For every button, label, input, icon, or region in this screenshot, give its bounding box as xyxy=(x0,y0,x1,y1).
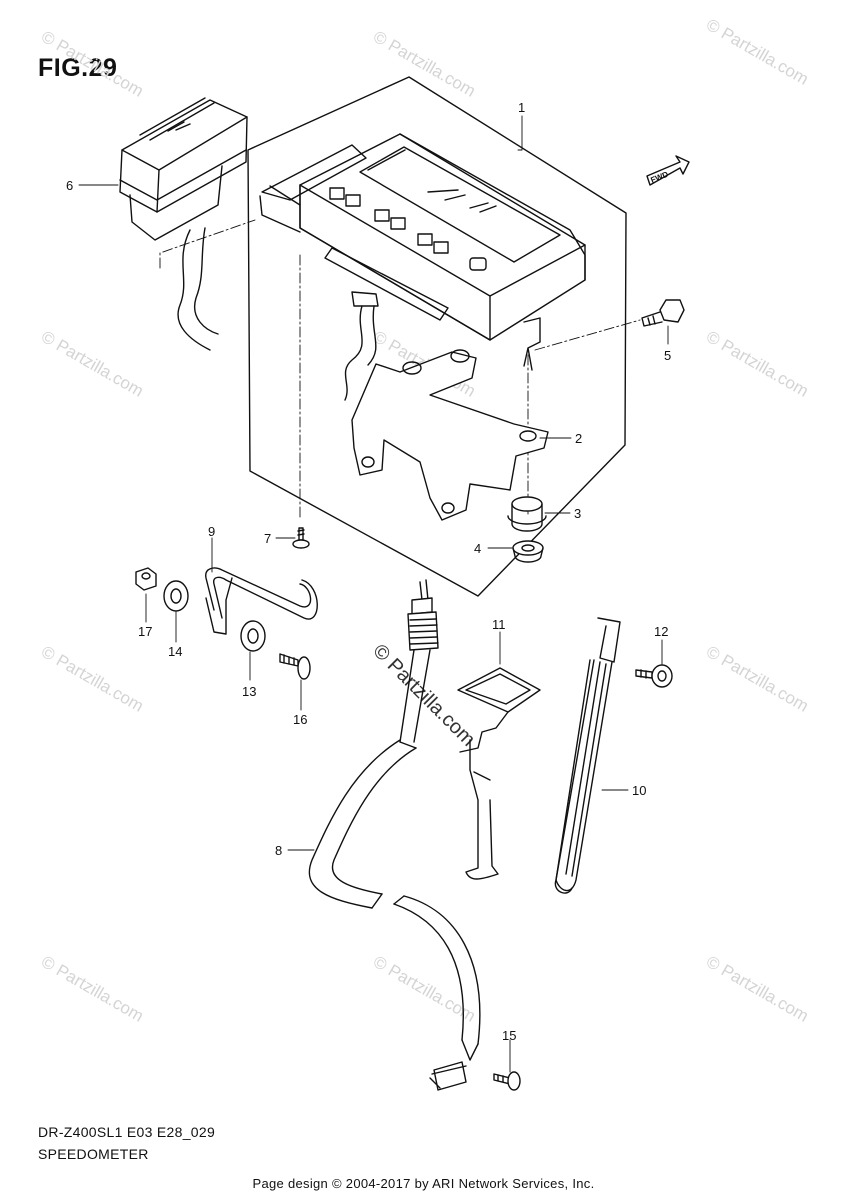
callout-13: 13 xyxy=(242,684,256,699)
callout-7: 7 xyxy=(264,531,271,546)
model-code: DR-Z400SL1 E03 E28_029 xyxy=(38,1124,216,1140)
callout-labels: 1 2 3 4 5 6 7 8 9 10 11 12 13 14 15 16 1… xyxy=(66,100,671,1043)
watermark-text: © Partzilla.com xyxy=(370,952,479,1026)
fwd-arrow-icon: FWD xyxy=(646,155,690,186)
section-name: SPEEDOMETER xyxy=(38,1146,149,1162)
callout-2: 2 xyxy=(575,431,582,446)
callout-8: 8 xyxy=(275,843,282,858)
callout-11: 11 xyxy=(492,617,506,632)
speedometer-assembly-icon xyxy=(259,133,586,401)
callout-1: 1 xyxy=(518,100,525,115)
callout-17: 17 xyxy=(138,624,152,639)
page-credit: Page design © 2004-2017 by ARI Network S… xyxy=(252,1176,595,1191)
cushion-icon xyxy=(507,496,547,532)
connector-icon xyxy=(119,97,248,351)
watermark-text: © Partzilla.com xyxy=(703,952,812,1026)
callout-10: 10 xyxy=(632,783,646,798)
watermark-text: © Partzilla.com xyxy=(703,327,812,401)
callout-15: 15 xyxy=(502,1028,516,1043)
speedometer-cable-icon xyxy=(308,579,481,1091)
assembly-outline xyxy=(247,76,627,597)
screw-icon xyxy=(493,1071,521,1091)
watermark-text: © Partzilla.com xyxy=(38,27,147,101)
reference-lines xyxy=(159,219,641,521)
watermark-text: © Partzilla.com xyxy=(703,15,812,89)
wire-guide-icon xyxy=(554,617,621,894)
callout-14: 14 xyxy=(168,644,182,659)
callout-9: 9 xyxy=(208,524,215,539)
callout-4: 4 xyxy=(474,541,481,556)
meter-buttons xyxy=(329,187,487,271)
callout-12: 12 xyxy=(654,624,668,639)
watermark-center-text: © Partzilla.com xyxy=(368,640,479,751)
clamp-wire-icon xyxy=(205,567,318,635)
watermark-text: © Partzilla.com xyxy=(38,642,147,716)
washer-icon xyxy=(163,580,189,612)
watermark-text: © Partzilla.com xyxy=(703,642,812,716)
cable-guide-icon xyxy=(457,667,541,880)
watermark-text: © Partzilla.com xyxy=(370,27,479,101)
watermark-text: © Partzilla.com xyxy=(38,952,147,1026)
bolt-icon xyxy=(635,664,673,688)
screw-icon xyxy=(292,527,310,549)
figure-title: FIG.29 xyxy=(38,54,118,82)
callout-3: 3 xyxy=(574,506,581,521)
callout-5: 5 xyxy=(664,348,671,363)
nut-icon xyxy=(135,567,157,591)
washer-icon xyxy=(240,620,266,652)
watermark-text: © Partzilla.com xyxy=(38,327,147,401)
callout-16: 16 xyxy=(293,712,307,727)
bolt-icon xyxy=(641,299,685,327)
screw-icon xyxy=(279,653,311,680)
leader-lines xyxy=(78,115,669,1073)
bracket-icon xyxy=(351,349,549,521)
fwd-label: FWD xyxy=(649,170,669,185)
callout-6: 6 xyxy=(66,178,73,193)
washer-collar-icon xyxy=(512,540,544,563)
